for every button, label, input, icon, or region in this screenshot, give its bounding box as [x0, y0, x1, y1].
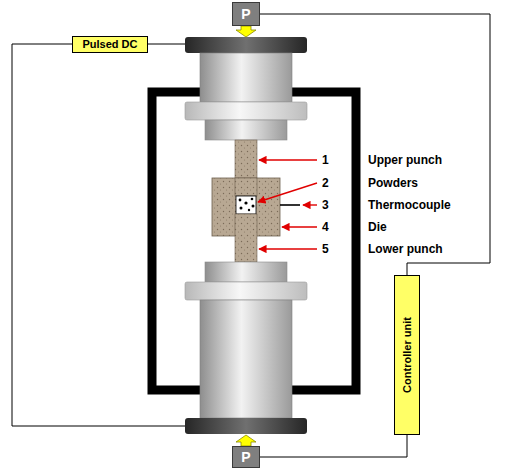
lower-electrode — [185, 418, 307, 434]
power-wire — [148, 44, 185, 45]
node-text: Controller unit — [401, 317, 413, 393]
thermocouple — [280, 204, 300, 206]
powder — [236, 196, 256, 214]
leader-line — [258, 183, 317, 202]
part-name: Powders — [368, 175, 418, 191]
leader-line — [259, 248, 317, 249]
lower-punch — [235, 214, 257, 262]
leader-line — [303, 204, 317, 205]
force-arrow — [236, 435, 256, 446]
callout-number: 5 — [322, 241, 329, 257]
force-box: P — [232, 2, 260, 26]
leader-line — [259, 159, 317, 160]
upper-spacer — [185, 102, 307, 120]
power-supply-box: Pulsed DC — [72, 36, 148, 53]
force-box: P — [232, 446, 260, 468]
callout-number: 1 — [322, 152, 329, 168]
node-text: P — [241, 6, 250, 22]
power-wire — [12, 44, 185, 426]
part-name: Die — [368, 219, 387, 235]
upper-punch — [235, 178, 257, 196]
powder-grains — [239, 198, 255, 212]
lower-spacer — [205, 262, 287, 282]
upper-ram — [200, 53, 292, 102]
control-wire — [260, 14, 490, 275]
callout-number: 2 — [322, 175, 329, 191]
part-name: Lower punch — [368, 241, 443, 257]
callout-number: 3 — [322, 197, 329, 213]
part-name: Upper punch — [368, 152, 442, 168]
upper-spacer — [205, 120, 287, 140]
lower-spacer — [185, 282, 307, 300]
force-arrow — [236, 26, 256, 37]
upper-electrode — [185, 37, 307, 53]
leader-line — [282, 226, 317, 227]
controller-box: Controller unit — [394, 275, 420, 435]
part-name: Thermocouple — [368, 197, 451, 213]
node-text: P — [241, 449, 250, 465]
control-wire — [260, 435, 407, 457]
lower-ram — [200, 300, 292, 418]
node-text: Pulsed DC — [82, 38, 137, 50]
callout-number: 4 — [322, 219, 329, 235]
